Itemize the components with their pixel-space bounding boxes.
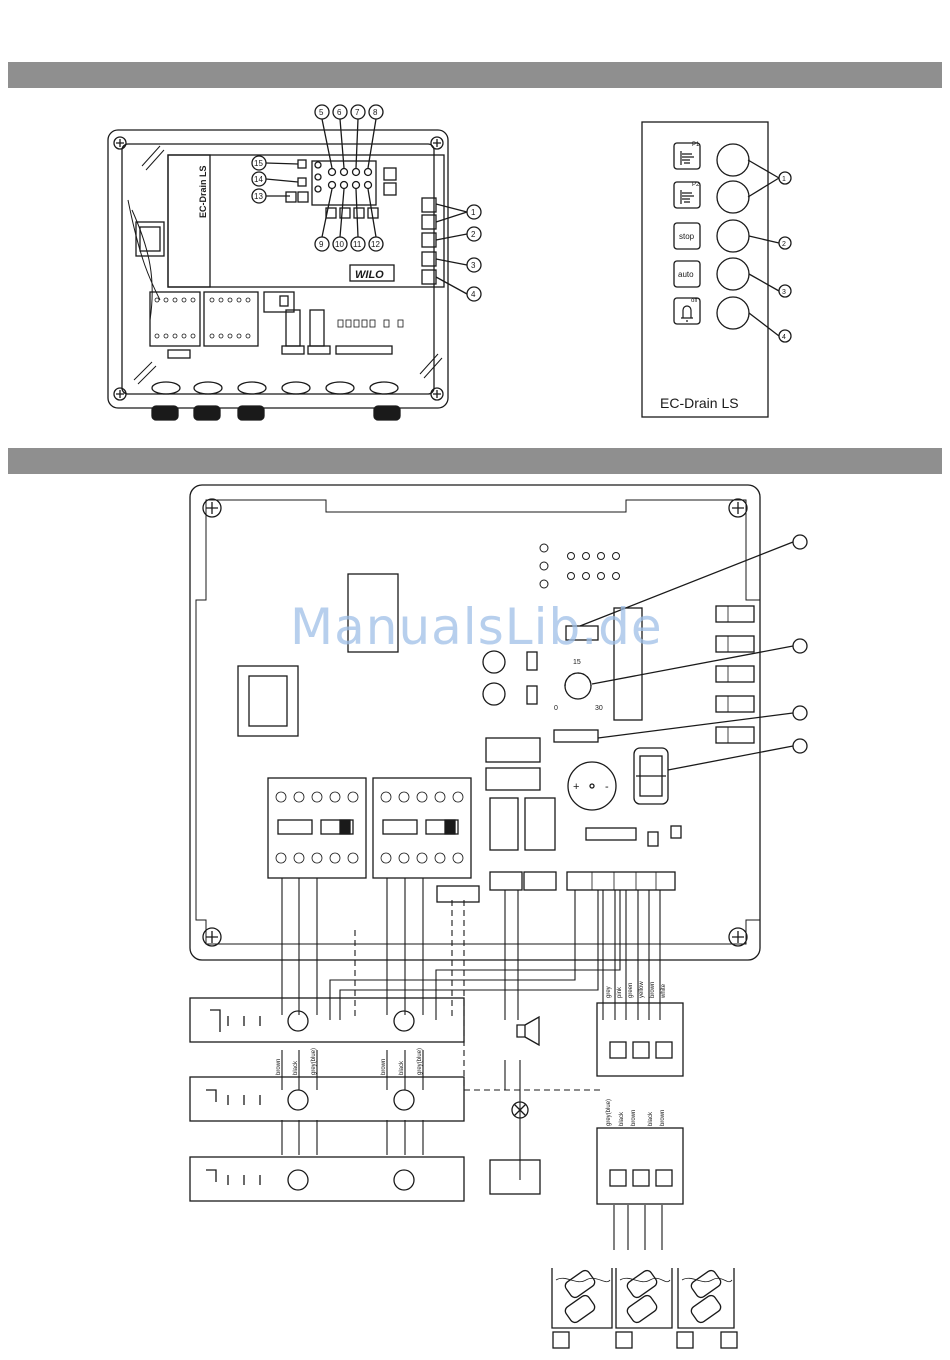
callout-15: 15 [254,159,263,168]
wire-label-brown: brown [650,982,656,998]
dial-min-label: 0 [554,705,558,712]
tank-1 [552,1268,612,1328]
callout-10: 10 [335,240,344,249]
level-symbols [553,1332,737,1348]
callout-markers-panel [748,160,791,342]
corner-screw-icon [203,499,747,946]
off-superscript: off [691,298,698,304]
panel-callout-3: 3 [782,289,786,296]
panel-callout-1: 1 [782,176,786,183]
tank-3 [678,1268,734,1328]
wiring-lines [282,878,662,1250]
callout-8: 8 [373,108,378,117]
cable-glands [152,382,400,420]
callout-7: 7 [355,108,360,117]
pump-box-3 [190,1157,464,1201]
front-panel [642,122,791,417]
callout-2: 2 [471,230,476,239]
pump2-wire-black: black [399,1060,405,1075]
contactor-2 [373,778,471,878]
panel-callout-4: 4 [782,334,786,341]
tank-2 [616,1268,672,1328]
watermark: ManualsLib.de [290,598,663,656]
controller-label: EC-Drain LS [198,165,208,218]
float-wire-black-1: black [619,1111,625,1126]
wire-label-grey: grey [606,986,612,998]
pump2-wire-grey: grey(blue) [417,1048,423,1075]
callout-11: 11 [353,240,362,249]
float-switch-box-1 [597,1003,683,1076]
auto-button-label[interactable]: auto [678,270,694,279]
buzzer-minus: - [605,781,609,793]
buzzer-icon: + - [568,762,616,810]
hand-icon [681,151,694,204]
contactor-1 [268,778,366,878]
callout-14: 14 [254,175,263,184]
delay-dial[interactable]: 15 0 30 [554,659,603,712]
terminal-strips [437,872,675,902]
dial-max-label: 30 [595,705,603,712]
callout-13: 13 [254,192,263,201]
p2-superscript: P2 [692,182,700,188]
pump1-wire-brown: brown [276,1059,282,1075]
brand-logo: WILO [355,269,384,281]
callout-6: 6 [337,108,342,117]
pump2-wire-brown: brown [381,1059,387,1075]
horn-icon [517,1017,539,1045]
callout-9: 9 [319,240,324,249]
controller-housing [108,105,481,420]
panel-callout-2: 2 [782,241,786,248]
callout-3: 3 [471,261,476,270]
pump1-wire-grey: grey(blue) [311,1048,317,1075]
float-switch-box-2 [597,1128,683,1204]
bell-off-icon [681,306,693,321]
pump1-wire-black: black [293,1060,299,1075]
float-wire-brown-1: brown [631,1110,637,1126]
stop-button-label[interactable]: stop [679,232,695,241]
float-wire-grey-blue: grey(blue) [606,1099,612,1126]
wire-label-white: white [661,983,667,999]
callout-4: 4 [471,290,476,299]
float-wire-black-2: black [648,1111,654,1126]
callout-12: 12 [371,240,380,249]
buzzer-plus: + [573,781,579,793]
wire-label-pink: pink [617,986,623,998]
float-wire-brown-2: brown [660,1110,666,1126]
callout-5: 5 [319,108,324,117]
panel-label: EC-Drain LS [660,395,739,411]
callout-1: 1 [471,208,476,217]
alarm-contact [490,1160,540,1194]
wire-label-green: green [628,983,634,998]
p1-superscript: P1 [692,142,700,148]
dial-mid-label: 15 [573,659,581,666]
wire-label-yellow: yellow [639,981,645,998]
